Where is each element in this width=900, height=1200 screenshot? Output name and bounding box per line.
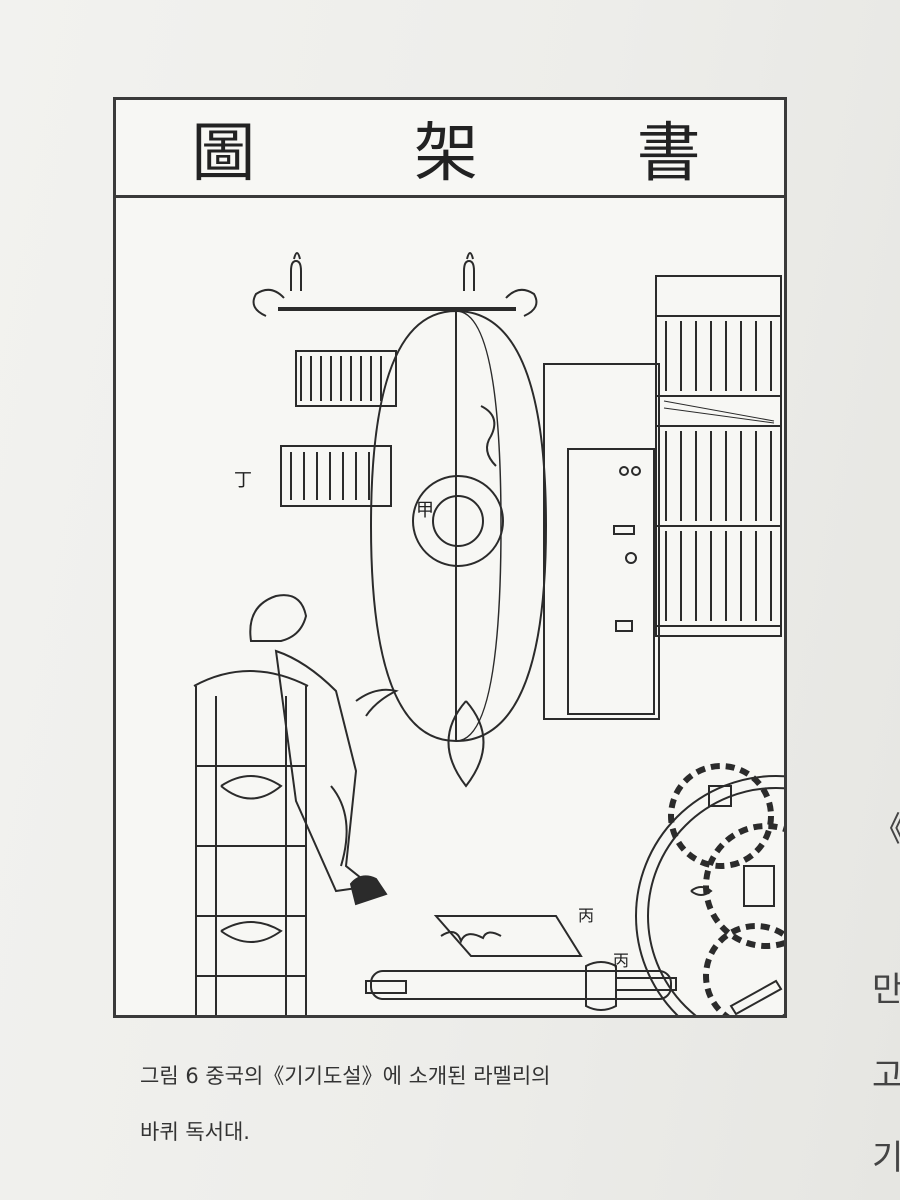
cabinet — [543, 363, 660, 720]
floor-parts — [365, 915, 677, 1011]
label-ding: 丁 — [234, 470, 252, 491]
margin-fragment-2: 만 — [872, 970, 900, 1010]
margin-fragment-4: 기 — [872, 1138, 900, 1178]
title-char-1: 圖 — [191, 116, 264, 191]
margin-fragment-1: 《 — [872, 802, 900, 851]
title-char-2: 架 — [413, 116, 486, 191]
caption-line-2: 바퀴 독서대. — [140, 1120, 250, 1144]
adjacent-page-text: 《 만 고 기 — [858, 90, 900, 1190]
book-wheel — [252, 252, 548, 788]
figure-caption: 그림 6 중국의《기기도설》에 소개된 라멜리의 바퀴 독서대. — [140, 1048, 760, 1160]
reading-chair — [193, 670, 309, 1015]
margin-fragment-3: 고 — [872, 1056, 900, 1096]
bookshelf — [655, 275, 782, 637]
gear-mechanism — [635, 763, 784, 1015]
label-bing-2: 丙 — [613, 951, 629, 970]
title-char-3: 書 — [636, 116, 709, 191]
figure-frame: 圖 架 書 — [113, 97, 787, 1018]
bookwheel-illustration: 丁 甲 丙 丙 — [193, 252, 784, 1015]
reader-figure — [249, 594, 399, 906]
label-bing-1: 丙 — [578, 906, 594, 925]
caption-line-1: 그림 6 중국의《기기도설》에 소개된 라멜리의 — [140, 1064, 551, 1088]
figure-title: 圖 架 書 — [116, 100, 784, 198]
label-jia: 甲 — [416, 500, 434, 521]
